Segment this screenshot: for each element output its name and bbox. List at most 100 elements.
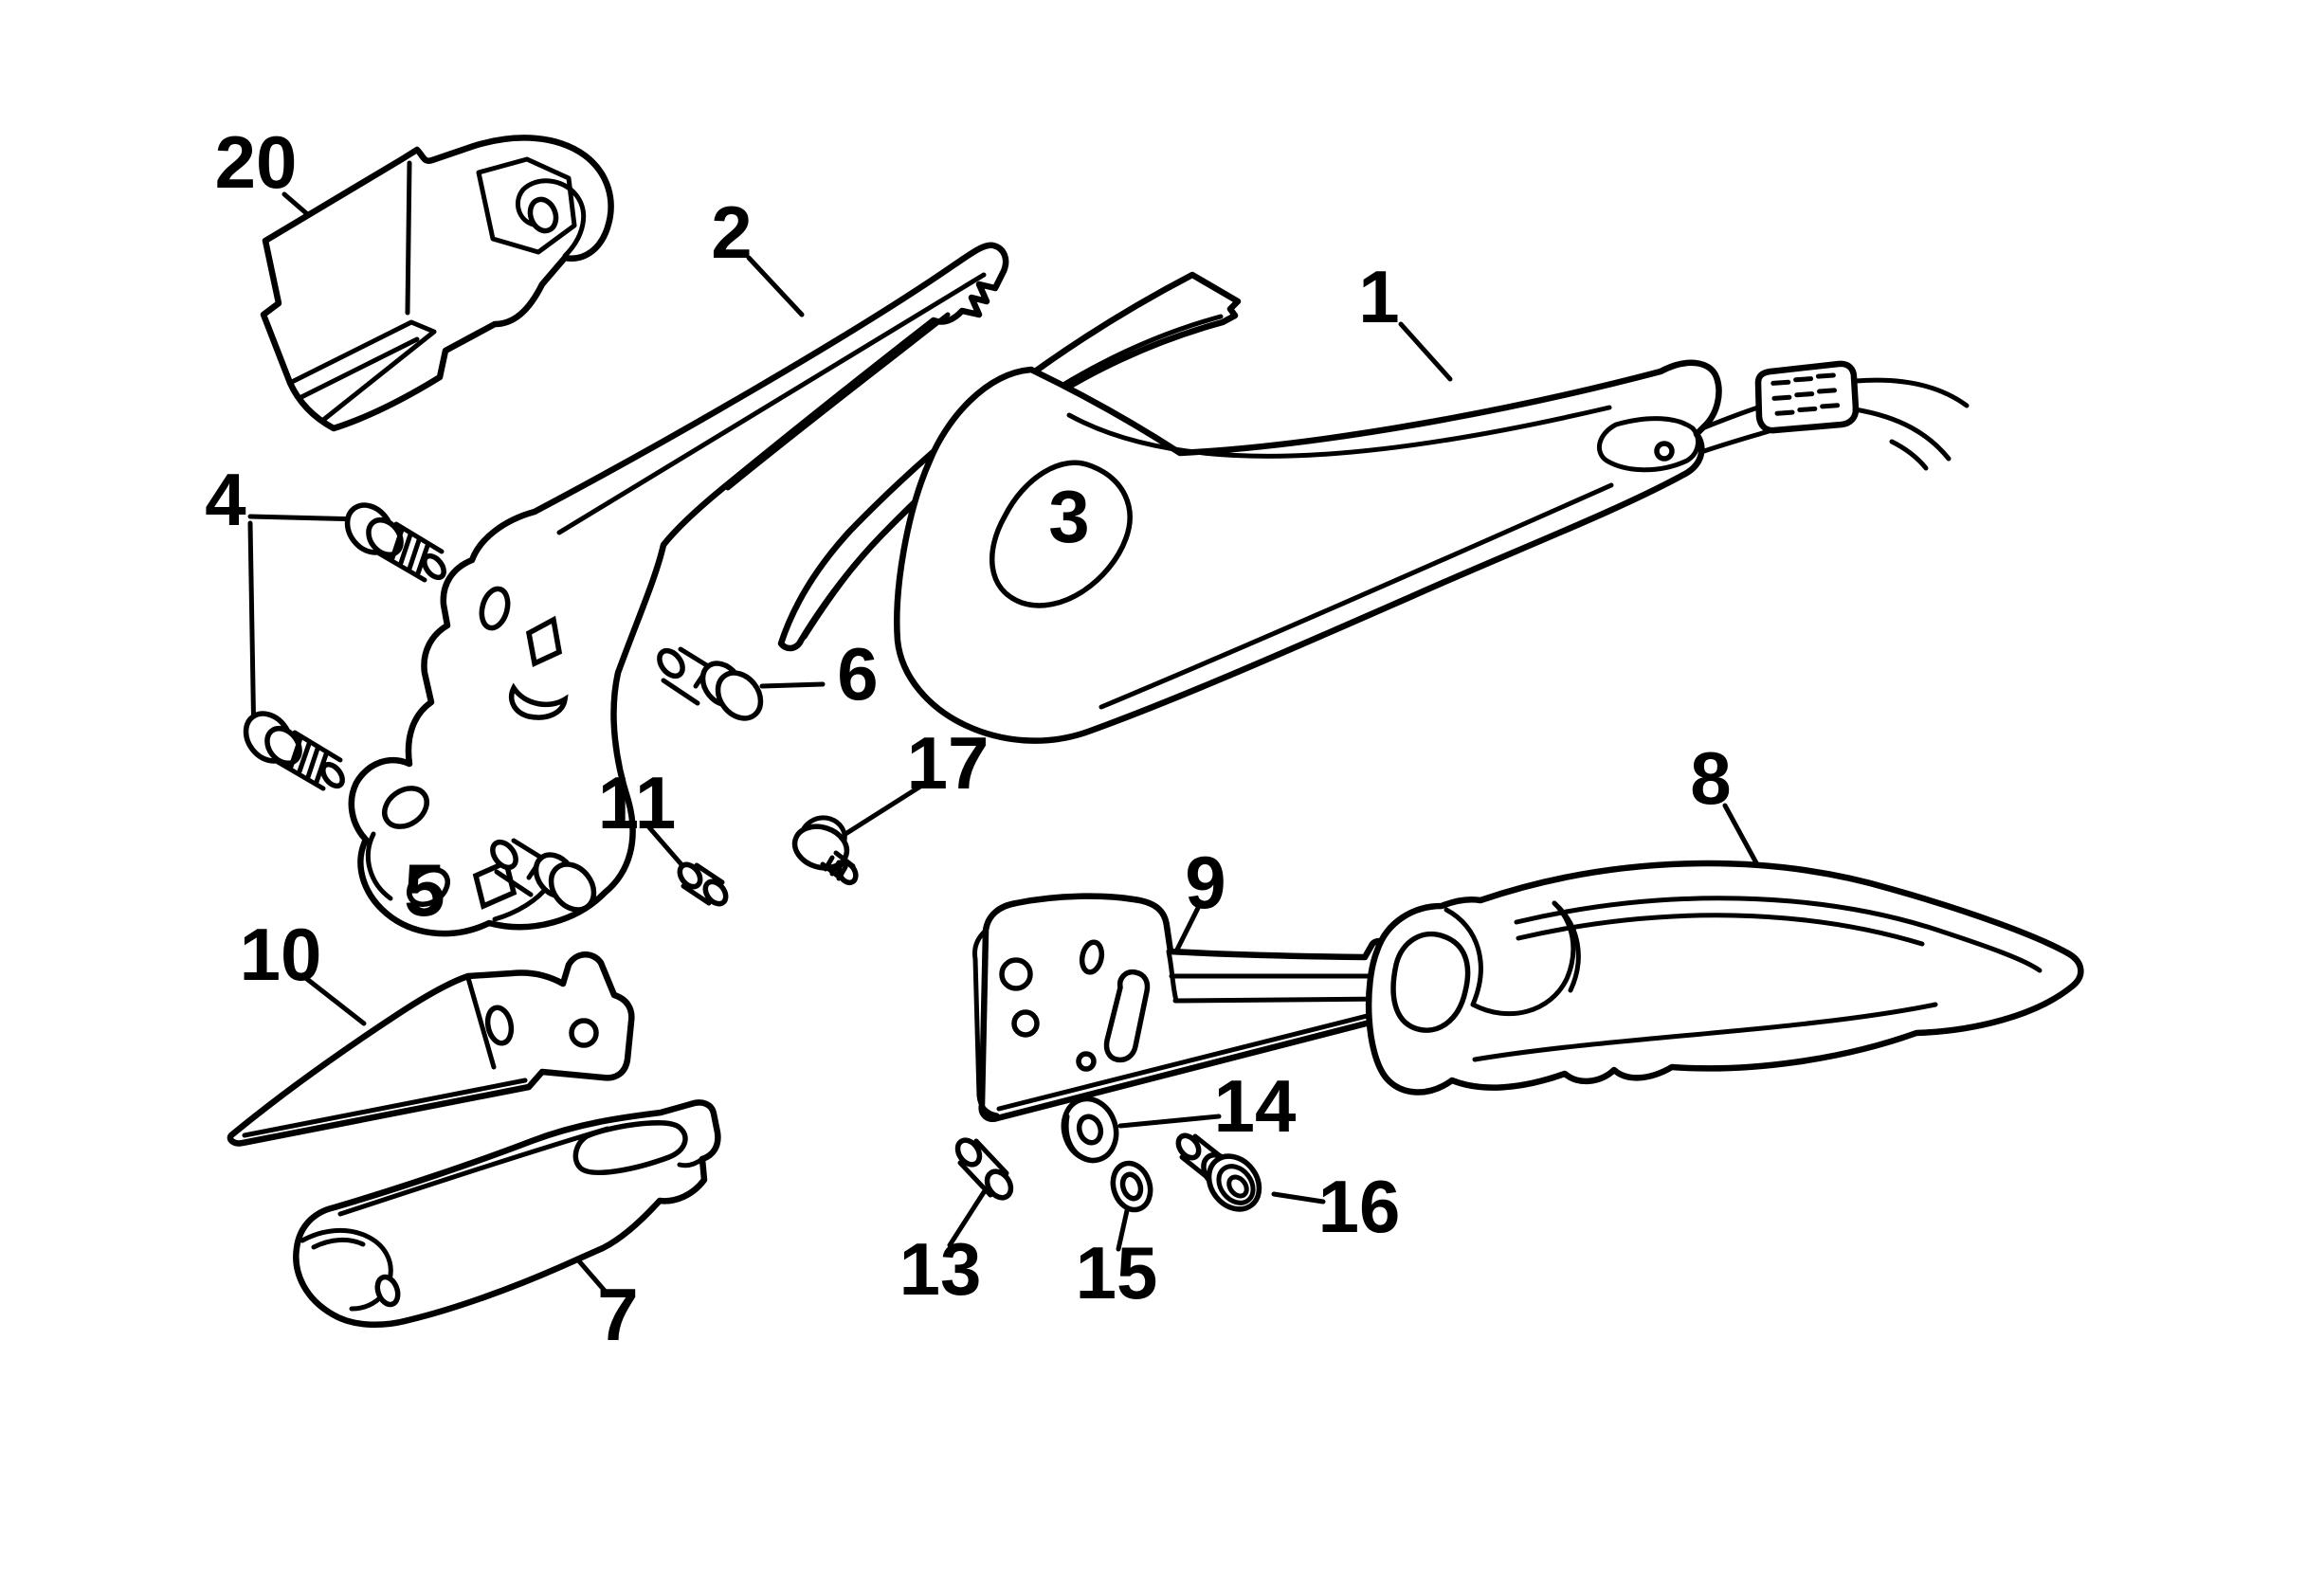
grip-top-line [1514, 896, 2043, 973]
leader-line-2 [746, 255, 805, 317]
plate-hole-2 [1011, 1009, 1040, 1038]
strap-rope-line-2 [1852, 407, 1952, 462]
clevis-step-line [365, 831, 393, 901]
screw-threads [390, 527, 430, 576]
arm-junction [1166, 949, 1179, 1004]
blade-crease [465, 975, 497, 1070]
part-9-bracket-plate [972, 893, 1419, 1122]
pin-end [677, 861, 703, 890]
part-20-lock-latch [260, 135, 614, 432]
leader-line-8 [1722, 803, 1762, 871]
latch-plate [476, 156, 577, 255]
part-label-14: 14 [1214, 1064, 1297, 1148]
screw-knurl [823, 855, 848, 881]
pin-end-2 [702, 879, 729, 907]
pin-end-2 [984, 1168, 1014, 1201]
bracket-curved-slot [508, 682, 569, 720]
bracket-oval-hole [479, 586, 511, 631]
handle-eye-opening [989, 460, 1133, 608]
blade-bolt-hole [569, 1018, 599, 1048]
screw-tip [422, 552, 446, 581]
strap-anchor-hole [1654, 441, 1675, 462]
part-label-10: 10 [240, 913, 322, 996]
part-5-pivot-bolt [490, 838, 597, 913]
grip-top-line-2 [1516, 913, 1925, 947]
part-label-15: 15 [1076, 1231, 1158, 1314]
part-14-washer [1061, 1096, 1119, 1164]
part-label-20: 20 [215, 120, 298, 204]
leader-line-17 [843, 782, 926, 837]
washer-inner [1076, 1114, 1104, 1146]
leader-line-6 [759, 681, 826, 689]
leader-line-1 [1398, 321, 1453, 382]
rivet-ring [1216, 1164, 1256, 1205]
part-13-pivot-pin [954, 1137, 1014, 1201]
part-label-4: 4 [205, 458, 245, 541]
bolt-head [715, 670, 764, 721]
part-2-blade-arm [348, 242, 1009, 937]
part-label-17: 17 [907, 721, 990, 805]
tag-dash [1774, 403, 1841, 416]
leader-line-4b [247, 520, 257, 748]
part-4-screws [243, 502, 446, 791]
bolt-tip [657, 647, 685, 679]
latch-crease [405, 160, 412, 316]
rivet-tip [1175, 1132, 1202, 1161]
callout-labels: 20 2 3 1 4 6 5 11 17 10 9 8 7 13 15 16 1… [205, 120, 1731, 1356]
anvil-cup-arc [300, 1227, 393, 1312]
screw-tip [320, 761, 345, 789]
blade-oval-hole [484, 1005, 515, 1046]
leader-line-14 [1117, 1114, 1222, 1129]
part-outline [260, 135, 614, 432]
strap-rope-line-3 [1889, 439, 1929, 471]
part-7-anvil-jaw [293, 1099, 721, 1329]
leader-line-11 [645, 824, 689, 873]
tag-dash [1770, 372, 1836, 386]
screw-lower [243, 711, 345, 791]
part-outline [894, 359, 1722, 744]
leader-line-9 [1172, 905, 1201, 956]
part-label-16: 16 [1318, 1165, 1401, 1248]
leader-line-4a [247, 514, 365, 522]
part-label-8: 8 [1690, 736, 1731, 820]
cutting-edge-line [242, 1078, 528, 1138]
latch-flange-inner [297, 336, 420, 401]
part-17-flange-screw [791, 815, 859, 886]
pin-body [681, 862, 725, 906]
strap-anchor-notch [1596, 416, 1700, 473]
part-label-5: 5 [404, 848, 445, 932]
clevis-square-hole [472, 859, 517, 910]
plate-hole [999, 957, 1033, 991]
part-outline [348, 242, 1009, 937]
pin-body [957, 1138, 1009, 1198]
strap-line-2 [1701, 428, 1771, 454]
tag-weave-dashes [1770, 372, 1841, 416]
bolt-head [548, 861, 597, 913]
grip-bottom-line [1472, 1002, 1938, 1062]
part-label-11: 11 [598, 761, 676, 844]
bottom-inner-line [996, 1007, 1392, 1112]
leader-line-13 [947, 1189, 987, 1248]
blade-bevel-line [556, 272, 987, 535]
plate-slot [1103, 969, 1151, 1063]
washer-inner [1119, 1171, 1144, 1202]
part-label-1: 1 [1358, 255, 1399, 338]
blade-bevel-line-2 [725, 312, 951, 491]
part-label-2: 2 [711, 190, 752, 274]
pin-end [954, 1137, 983, 1168]
arm-bottom-line [1172, 996, 1390, 1004]
part-16-flanged-rivet [1175, 1132, 1262, 1212]
part-label-13: 13 [899, 1227, 982, 1311]
clevis-hole [382, 786, 429, 829]
part-11-spacer-pin [677, 861, 729, 907]
bracket-key-hole [525, 615, 563, 667]
handle-bottom-inner-line [1098, 482, 1614, 710]
part-label-3: 3 [1048, 475, 1089, 558]
part-label-9: 9 [1185, 841, 1226, 924]
anvil-slot [572, 1120, 688, 1176]
grip-eye-opening [1390, 931, 1471, 1033]
tag-dash [1771, 388, 1838, 401]
left-fold-line [972, 928, 1000, 1118]
